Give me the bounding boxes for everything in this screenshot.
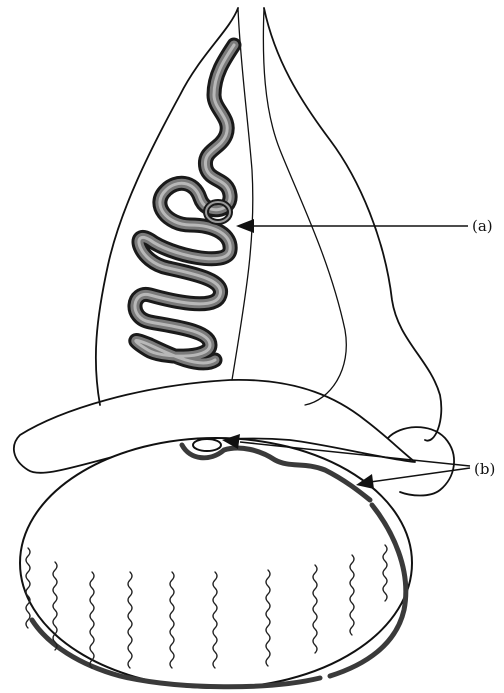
label-a: (a) xyxy=(472,217,493,235)
coiled-duct xyxy=(135,45,234,363)
right-tube-right-edge xyxy=(264,8,441,441)
label-b: (b) xyxy=(474,460,495,478)
oval-sac xyxy=(20,438,412,688)
sac-opening xyxy=(193,439,221,451)
right-tube-left-edge xyxy=(263,8,346,405)
pointer-a xyxy=(236,219,468,233)
